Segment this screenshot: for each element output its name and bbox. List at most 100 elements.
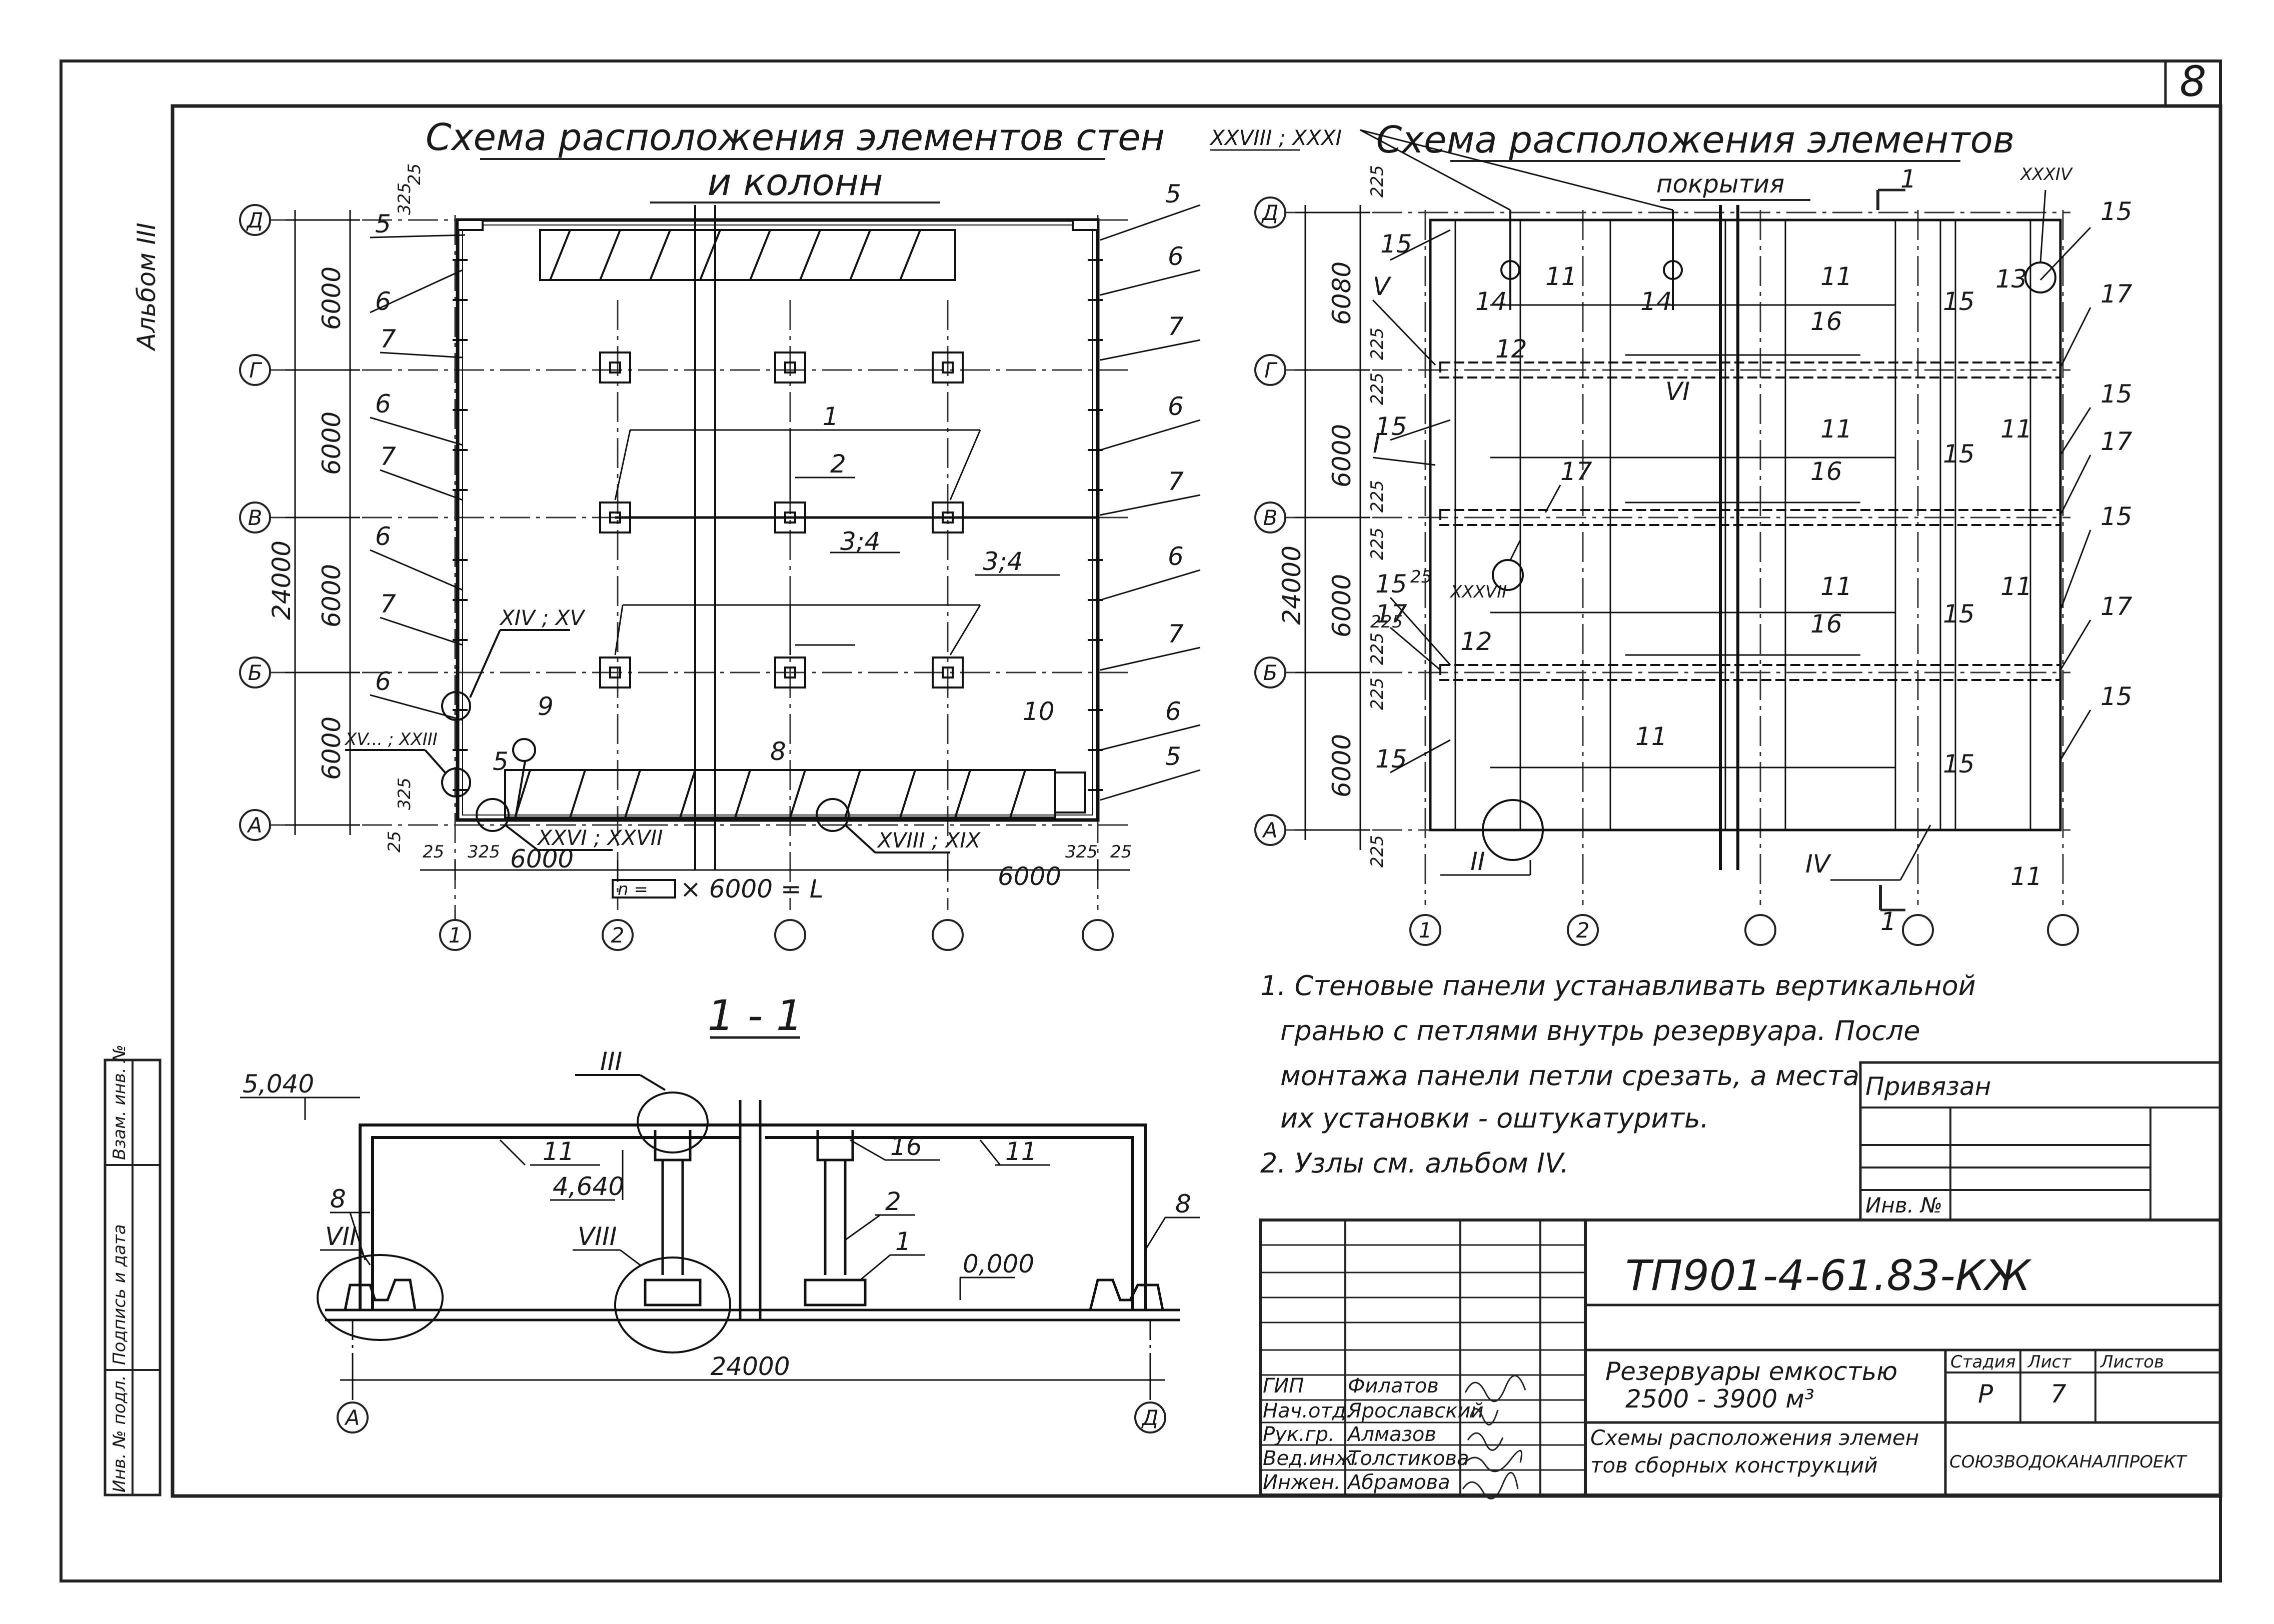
mark-15: 15	[2100, 502, 2132, 531]
role: ГИП	[1263, 1374, 1304, 1398]
mark-11: 11	[1545, 262, 1577, 291]
side-label-inv: Инв. № подл.	[110, 1375, 130, 1492]
mark-17: 17	[1375, 600, 1407, 628]
note-1-line4: их установки - оштукатурить.	[1280, 1102, 1709, 1134]
dim-vertical: 6000	[1327, 734, 1356, 798]
mark-15: 15	[1375, 570, 1407, 598]
note-2: 2. Узлы см. альбом IV.	[1260, 1148, 1569, 1179]
left-plan-title: Схема расположения элементов стен	[426, 116, 1165, 159]
dim-vertical: 6000	[1327, 574, 1356, 638]
mark: 8	[770, 737, 786, 766]
small-dim: 325	[468, 842, 500, 862]
mark-12: 12	[1495, 334, 1527, 364]
notes: 1. Стеновые панели устанавливать вертика…	[1260, 970, 1976, 1179]
mark-6-right: 6	[1168, 542, 1184, 571]
mark-13: 13	[1995, 264, 2027, 294]
right-plan-subtitle: покрытия	[1656, 170, 1784, 198]
callout-xviii-xix: XVIII ; XIX	[877, 828, 981, 852]
mark: 6	[375, 287, 391, 316]
stage-header: Стадия	[1950, 1352, 2015, 1372]
section-mark: 1	[895, 1227, 911, 1256]
note-1-line3: монтажа панели петли срезать, а места	[1280, 1060, 1859, 1092]
stage-value: Р	[1978, 1380, 1993, 1408]
small-dim: 25	[1410, 567, 1432, 587]
small-dim: 325	[395, 182, 415, 215]
small-dim: 25	[385, 831, 405, 852]
mark-14: 14	[1640, 287, 1672, 316]
small-dim: 225	[1367, 632, 1387, 665]
inner-frame	[171, 104, 2222, 1498]
person: Абрамова	[1346, 1471, 1450, 1494]
axis-letter: В	[1263, 506, 1278, 530]
sheet-header: Лист	[2027, 1352, 2071, 1372]
span-box	[612, 879, 676, 898]
small-dim: 225	[1367, 165, 1387, 198]
signatures	[1462, 1374, 1526, 1500]
mark-7-right: 7	[1168, 467, 1184, 496]
axis-number: 1	[1419, 918, 1432, 942]
axis-letter: Б	[248, 660, 263, 685]
mark-16: 16	[1810, 610, 1842, 638]
roman-mark: VI	[1665, 377, 1690, 406]
mark-5-right: 5	[1165, 742, 1181, 771]
mark-12: 12	[1460, 627, 1492, 656]
sheet-no-value: 7	[2050, 1380, 2066, 1408]
dim-total: 24000	[267, 540, 296, 620]
callout-xxvi-xxvii: XXVI ; XXVII	[537, 826, 663, 850]
mark: 3;4	[840, 527, 880, 556]
section-axis-right: Д	[1141, 1406, 1159, 1430]
axis-letter: В	[248, 506, 263, 530]
mark-7-left: 7	[380, 442, 396, 471]
axis-number: 2	[611, 923, 625, 948]
mark-15: 15	[2100, 682, 2132, 711]
mark-6-right: 6	[1165, 697, 1181, 726]
mark-14: 14	[1475, 287, 1507, 316]
small-dim: 325	[1065, 842, 1098, 862]
small-dim: 225	[1367, 678, 1387, 710]
sheet-title-line2: тов сборных конструкций	[1590, 1453, 1878, 1478]
mark-15: 15	[1943, 440, 1975, 468]
note-1-line1: 1. Стеновые панели устанавливать вертика…	[1260, 970, 1976, 1002]
axis-letter: Г	[249, 358, 263, 382]
mark-7-left: 7	[380, 590, 396, 618]
mark: 7	[380, 324, 396, 354]
mark-5-left: 5	[493, 747, 509, 776]
binding-inv: Инв. №	[1865, 1193, 1942, 1218]
mark-15: 15	[1943, 287, 1975, 316]
left-axis-numbers: 1 2	[439, 910, 1114, 951]
role: Рук.гр.	[1263, 1423, 1335, 1446]
mark-11: 11	[2000, 414, 2032, 444]
mark-15: 15	[2100, 380, 2132, 408]
node-viii: VIII	[578, 1222, 617, 1251]
span-formula: × 6000 = L	[680, 874, 824, 904]
callout-xv-xxiii: XV... ; XXIII	[344, 730, 438, 750]
mark-15: 15	[1943, 600, 1975, 628]
section-mark: 2	[885, 1187, 901, 1216]
right-plan: Схема расположения элементов покрытия 1 …	[1209, 118, 2132, 946]
person: Филатов	[1348, 1374, 1439, 1398]
project-line2: 2500 - 3900 м³	[1625, 1384, 1814, 1414]
small-dim: 25	[423, 842, 444, 862]
dim-vertical: 6000	[1327, 424, 1356, 488]
side-label-replace: Взам. инв. №	[110, 1044, 130, 1160]
mark-17: 17	[2100, 280, 2132, 308]
small-dim: 225	[1367, 480, 1387, 512]
axis-number: 2	[1576, 918, 1590, 942]
roman-mark: V	[1373, 272, 1392, 301]
callout-xxxvii: XXXVII	[1449, 582, 1507, 602]
section-mark: 8	[330, 1184, 346, 1214]
org-name: СОЮЗВОДОКАНАЛПРОЕКТ	[1949, 1452, 2187, 1472]
mark-17: 17	[2100, 592, 2132, 621]
mark-16: 16	[1810, 307, 1842, 336]
note-1-line2: гранью с петлями внутрь резервуара. Посл…	[1280, 1015, 1920, 1046]
binding-title: Привязан	[1865, 1072, 1991, 1101]
mark: 5	[375, 210, 391, 238]
left-axis-letters: Д Г В Б А	[239, 204, 271, 841]
small-dim: 325	[395, 778, 415, 810]
axis-number: 1	[449, 923, 462, 948]
axis-letter: Д	[1261, 200, 1279, 225]
axis-letter: Б	[1263, 660, 1278, 685]
mark-16: 16	[1810, 457, 1842, 486]
mark-17: 17	[1560, 457, 1592, 486]
axis-letter: Д	[246, 208, 264, 232]
